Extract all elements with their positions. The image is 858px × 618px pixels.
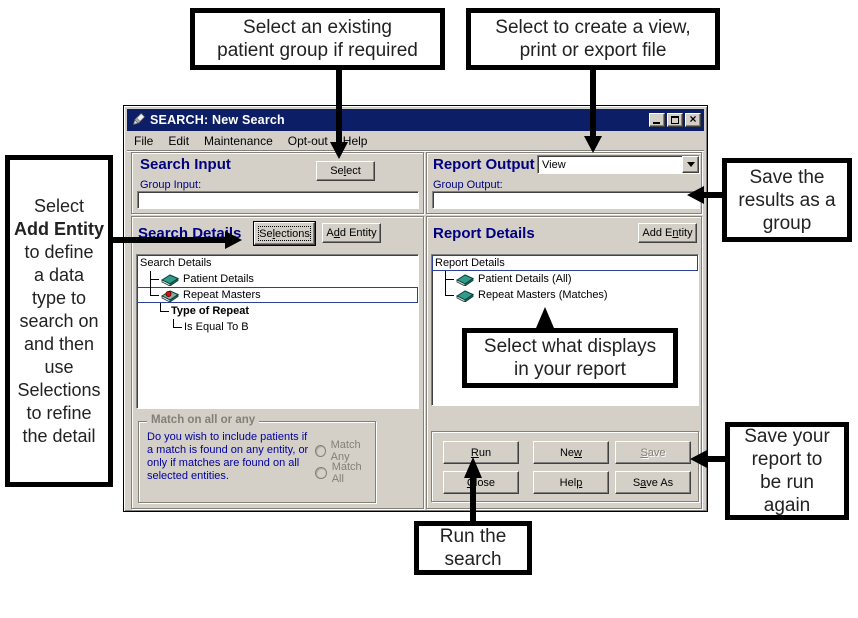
tree-item-repeat-masters-matches[interactable]: Repeat Masters (Matches) bbox=[432, 287, 698, 303]
book-red-dot-icon bbox=[160, 290, 180, 302]
match-all-radio[interactable]: Match All bbox=[315, 461, 375, 485]
tree-connector bbox=[445, 271, 455, 287]
output-type-combobox[interactable]: View bbox=[537, 155, 700, 174]
tree-item-search-details-root[interactable]: Search Details bbox=[140, 257, 212, 269]
tree-connector bbox=[173, 319, 183, 335]
callout-line bbox=[704, 192, 722, 198]
radio-icon bbox=[315, 445, 326, 457]
add-entity-button-report[interactable]: Add Entity bbox=[638, 223, 697, 243]
menu-opt-out[interactable]: Opt-out bbox=[287, 133, 328, 148]
combo-dropdown-button[interactable] bbox=[682, 156, 699, 173]
tree-connector bbox=[150, 287, 160, 303]
tree-connector bbox=[160, 303, 170, 319]
arrow-down-icon bbox=[330, 142, 348, 159]
new-button[interactable]: New bbox=[533, 441, 609, 464]
tree-item-patient-details[interactable]: Patient Details bbox=[137, 271, 418, 287]
tree-connector bbox=[445, 287, 455, 303]
window-title: SEARCH: New Search bbox=[150, 113, 285, 127]
arrow-left-icon bbox=[690, 450, 707, 468]
callout-existing-group: Select an existing patient group if requ… bbox=[190, 8, 445, 70]
callout-create-view: Select to create a view, print or export… bbox=[466, 8, 720, 70]
report-output-header: Report Output bbox=[433, 156, 535, 173]
chevron-down-icon bbox=[686, 162, 695, 167]
callout-add-entity: Select Add Entity to define a data type … bbox=[5, 155, 113, 487]
callout-save-report: Save your report to be run again bbox=[725, 422, 849, 520]
callout-line bbox=[113, 237, 225, 243]
group-output-field[interactable] bbox=[432, 191, 700, 209]
match-any-radio[interactable]: Match Any bbox=[315, 439, 375, 463]
arrow-up-icon bbox=[464, 457, 482, 478]
search-dialog-window: SEARCH: New Search × File Edit Maintenan… bbox=[123, 105, 708, 512]
tree-item-repeat-masters[interactable]: Repeat Masters bbox=[137, 287, 418, 303]
help-button[interactable]: Help bbox=[533, 471, 609, 494]
title-bar: SEARCH: New Search × bbox=[127, 109, 704, 131]
add-entity-button-search[interactable]: Add Entity bbox=[322, 223, 381, 243]
output-type-value: View bbox=[542, 158, 566, 171]
pen-icon bbox=[132, 112, 146, 126]
arrow-left-icon bbox=[687, 186, 704, 204]
match-group-title: Match on all or any bbox=[147, 414, 260, 426]
book-icon bbox=[455, 290, 475, 302]
tree-connector bbox=[150, 271, 160, 287]
tree-item-type-of-repeat[interactable]: Type of Repeat bbox=[137, 303, 418, 319]
group-output-label: Group Output: bbox=[433, 179, 503, 191]
report-output-panel: Report Output View Group Output: bbox=[426, 152, 702, 214]
tree-item-is-equal-to-b[interactable]: Is Equal To B bbox=[137, 319, 418, 335]
match-group-description: Do you wish to include patients if a mat… bbox=[147, 431, 309, 482]
search-input-header: Search Input bbox=[140, 156, 231, 173]
group-input-label: Group Input: bbox=[140, 179, 202, 191]
minimize-icon bbox=[653, 122, 660, 124]
minimize-button[interactable] bbox=[649, 113, 665, 127]
callout-save-results: Save the results as a group bbox=[722, 158, 852, 242]
radio-icon bbox=[315, 467, 327, 479]
arrow-right-icon bbox=[225, 231, 242, 249]
tree-item-report-details-root[interactable]: Report Details bbox=[432, 255, 698, 271]
match-any-label: Match Any bbox=[330, 439, 361, 463]
callout-line bbox=[470, 478, 476, 521]
match-all-label: Match All bbox=[331, 461, 362, 485]
selections-button[interactable]: Selections bbox=[254, 222, 315, 245]
search-details-panel: Search Details Selections Add Entity Sea… bbox=[131, 216, 424, 509]
close-icon: × bbox=[689, 112, 697, 126]
menu-maintenance[interactable]: Maintenance bbox=[204, 133, 273, 148]
close-button[interactable]: × bbox=[685, 112, 701, 127]
arrow-down-icon bbox=[584, 136, 602, 153]
group-input-field[interactable] bbox=[137, 191, 419, 209]
search-input-panel: Search Input Select Group Input: bbox=[131, 152, 424, 214]
report-details-header: Report Details bbox=[433, 225, 535, 242]
callout-line bbox=[590, 70, 596, 136]
save-as-button[interactable]: Save As bbox=[615, 471, 691, 494]
callout-line bbox=[336, 70, 342, 142]
menu-edit[interactable]: Edit bbox=[168, 133, 190, 148]
maximize-icon bbox=[671, 116, 679, 124]
action-buttons-group: Run New Save Close Help Save As bbox=[431, 431, 699, 502]
menu-bar: File Edit Maintenance Opt-out Help bbox=[127, 131, 704, 151]
save-button[interactable]: Save bbox=[615, 441, 691, 464]
callout-select-displays: Select what displays in your report bbox=[462, 328, 678, 388]
select-button[interactable]: Select bbox=[316, 161, 375, 181]
search-details-tree: Search Details Patient Details bbox=[136, 254, 419, 409]
tree-item-patient-details-all[interactable]: Patient Details (All) bbox=[432, 271, 698, 287]
callout-run-search: Run the search bbox=[414, 521, 532, 575]
arrow-up-icon bbox=[536, 307, 554, 328]
menu-help[interactable]: Help bbox=[342, 133, 368, 148]
maximize-button[interactable] bbox=[667, 113, 683, 127]
book-icon bbox=[455, 274, 475, 286]
book-icon bbox=[160, 274, 180, 286]
match-group-box: Match on all or any Do you wish to inclu… bbox=[138, 414, 376, 503]
menu-file[interactable]: File bbox=[134, 133, 154, 148]
callout-line bbox=[707, 456, 725, 462]
